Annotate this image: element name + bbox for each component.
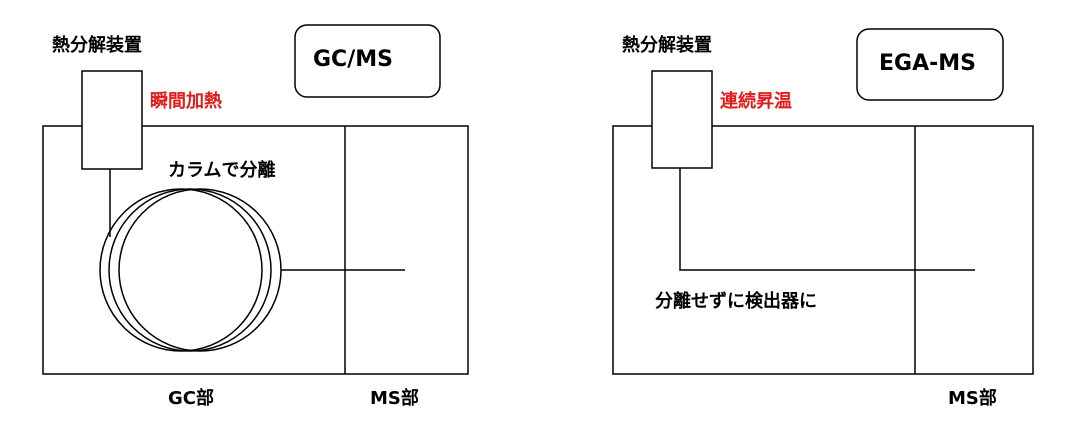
gcms-pyrolyzer-label: 熱分解装置 [52,35,142,56]
gcms-column-label: カラムで分離 [168,160,276,181]
gcms-gc-section-label: GC部 [168,388,214,409]
gcms-instrument-outline [42,125,469,375]
egams-title-box [856,28,1004,101]
gcms-column-loop-3 [118,188,282,352]
gcms-title-box [294,24,441,98]
gcms-heating-label: 瞬間加熱 [150,91,222,112]
gcms-ms-section-label: MS部 [370,388,419,409]
egams-pyrolyzer-label: 熱分解装置 [622,35,712,56]
gcms-title: GC/MS [313,47,393,72]
egams-path-label: 分離せずに検出器に [655,291,817,312]
gcms-column-loop-2 [108,188,272,352]
egams-transfer-line [679,168,975,271]
gcms-column-loop-1 [99,188,263,352]
gcms-column-coil [99,188,282,352]
egams-ms-section-label: MS部 [948,388,997,409]
egams-title: EGA-MS [879,51,976,76]
egams-heating-label: 連続昇温 [720,91,792,112]
egams-pyrolyzer-box [651,70,713,169]
egams-instrument-outline [612,125,1034,375]
gcms-pyrolyzer-box [81,70,143,170]
